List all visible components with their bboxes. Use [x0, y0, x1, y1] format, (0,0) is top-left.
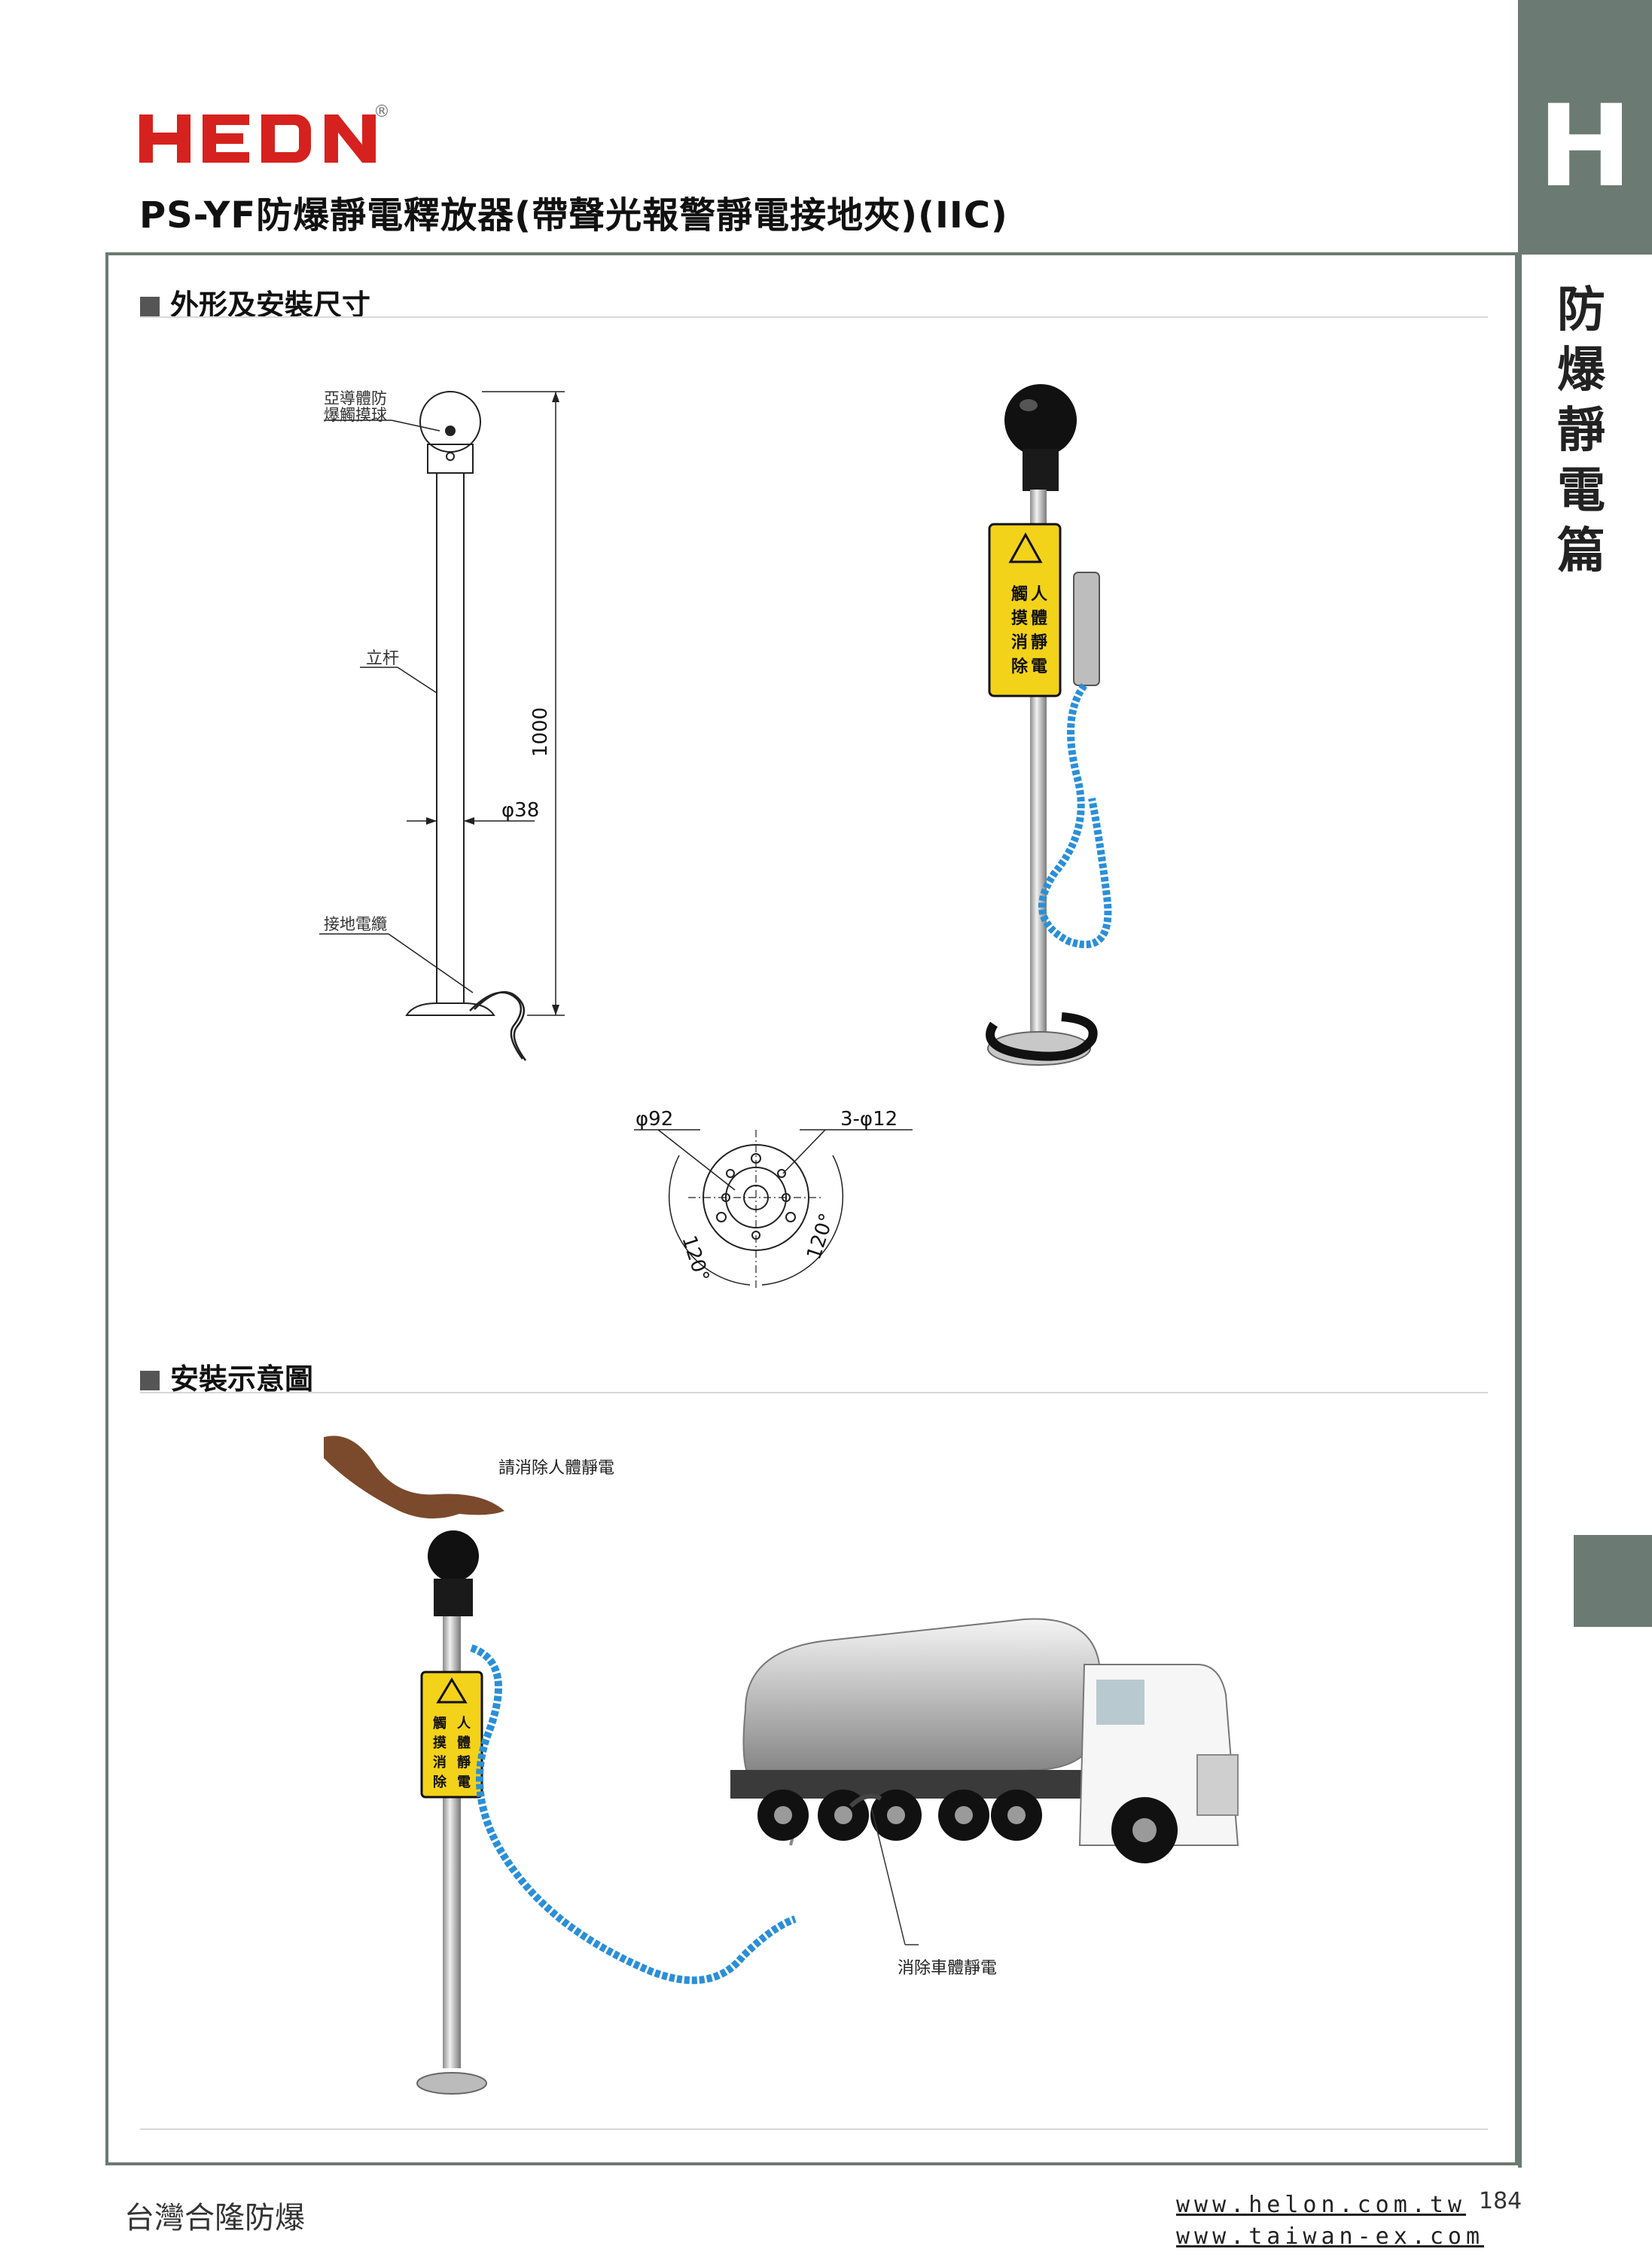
- pole-label: 立杆: [366, 649, 399, 668]
- dimension-drawing: 亞導體防 爆觸摸球 立杆 接地電纜 φ38 1000: [319, 389, 565, 1061]
- pole-diameter: φ38: [501, 799, 539, 822]
- ground-cable-coil: [986, 1012, 1098, 1061]
- coiled-cable: [1038, 683, 1112, 948]
- sign-char: 觸: [1011, 585, 1028, 604]
- website-link-helon[interactable]: www.helon.com.tw: [1176, 2192, 1466, 2218]
- side-divider: [1518, 255, 1522, 2168]
- sign-char: 靜: [457, 1754, 471, 1771]
- warning-triangle-icon: [1008, 532, 1043, 563]
- sign-char: 摸: [1011, 609, 1028, 628]
- sign-char: 消: [433, 1754, 447, 1771]
- warning-sign: [988, 523, 1062, 697]
- hand-illustration: [324, 1436, 504, 1519]
- sign-char: 觸: [433, 1715, 447, 1732]
- sign-char: 靜: [1031, 633, 1047, 652]
- sign-char: 摸: [433, 1735, 447, 1751]
- ball-label-2: 爆觸摸球: [324, 406, 387, 424]
- height-dimension: 1000: [529, 707, 552, 757]
- coiled-cable: [470, 1644, 797, 1985]
- angle-left: 120°: [677, 1233, 713, 1285]
- section-heading-installation: 安裝示意圖: [140, 1356, 313, 1397]
- section-rule: [140, 1392, 1488, 1393]
- hand-label: 請消除人體靜電: [498, 1459, 614, 1478]
- sign-char: 人: [457, 1716, 471, 1732]
- sign-char: 電: [457, 1774, 471, 1790]
- sign-char: 除: [433, 1774, 447, 1790]
- cable-label: 接地電纜: [324, 915, 387, 933]
- sign-char: 除: [1011, 657, 1029, 676]
- section-letter: H: [1538, 81, 1632, 212]
- bottom-rule: [140, 2128, 1488, 2130]
- touch-ball: [1004, 384, 1077, 456]
- registered-mark: ®: [373, 102, 390, 121]
- category-label: 防爆靜電篇: [1557, 282, 1605, 579]
- sign-char: 電: [1031, 658, 1047, 676]
- side-marker: [1574, 1535, 1652, 1627]
- sign-char: 消: [1011, 633, 1028, 652]
- website-link-taiwan-ex[interactable]: www.taiwan-ex.com: [1176, 2223, 1485, 2250]
- base-diameter: φ92: [636, 1108, 673, 1131]
- sign-char: 人: [1031, 585, 1047, 604]
- ball-dot-icon: [445, 426, 456, 436]
- page-number: 184: [1479, 2188, 1522, 2214]
- ground-clamp: [1073, 572, 1100, 686]
- content-frame: [105, 252, 1518, 2165]
- section-heading-dimensions: 外形及安裝尺寸: [140, 282, 370, 323]
- section-rule: [140, 316, 1488, 318]
- section-bullet-icon: [140, 1371, 160, 1390]
- warning-triangle-icon: [436, 1677, 468, 1704]
- page-title: PS-YF防爆靜電釋放器(帶聲光報警靜電接地夾)(IIC): [139, 194, 1008, 236]
- tanker-tank: [742, 1618, 1100, 1787]
- section-bullet-icon: [140, 297, 160, 316]
- footer-company: 台灣合隆防爆: [124, 2201, 305, 2235]
- product-photo: 觸 摸 消 除 人 體 靜 電: [986, 384, 1112, 1066]
- base-plan-drawing: φ92 3-φ12 120° 120°: [634, 1108, 913, 1288]
- sign-char: 體: [457, 1735, 471, 1751]
- sign-char: 體: [1031, 609, 1047, 628]
- truck-clamp: [849, 1793, 882, 1808]
- installation-illustration: 請消除人體靜電 觸 摸 消 除 人 體 靜 電 消除車體靜電: [324, 1436, 1239, 2095]
- ball-label-1: 亞導體防: [324, 389, 387, 407]
- truck-label: 消除車體靜電: [898, 1959, 997, 1978]
- warning-sign: [420, 1671, 483, 1799]
- hole-spec: 3-φ12: [840, 1108, 898, 1131]
- section-tab: [1518, 0, 1652, 255]
- heon-logo: [139, 114, 376, 163]
